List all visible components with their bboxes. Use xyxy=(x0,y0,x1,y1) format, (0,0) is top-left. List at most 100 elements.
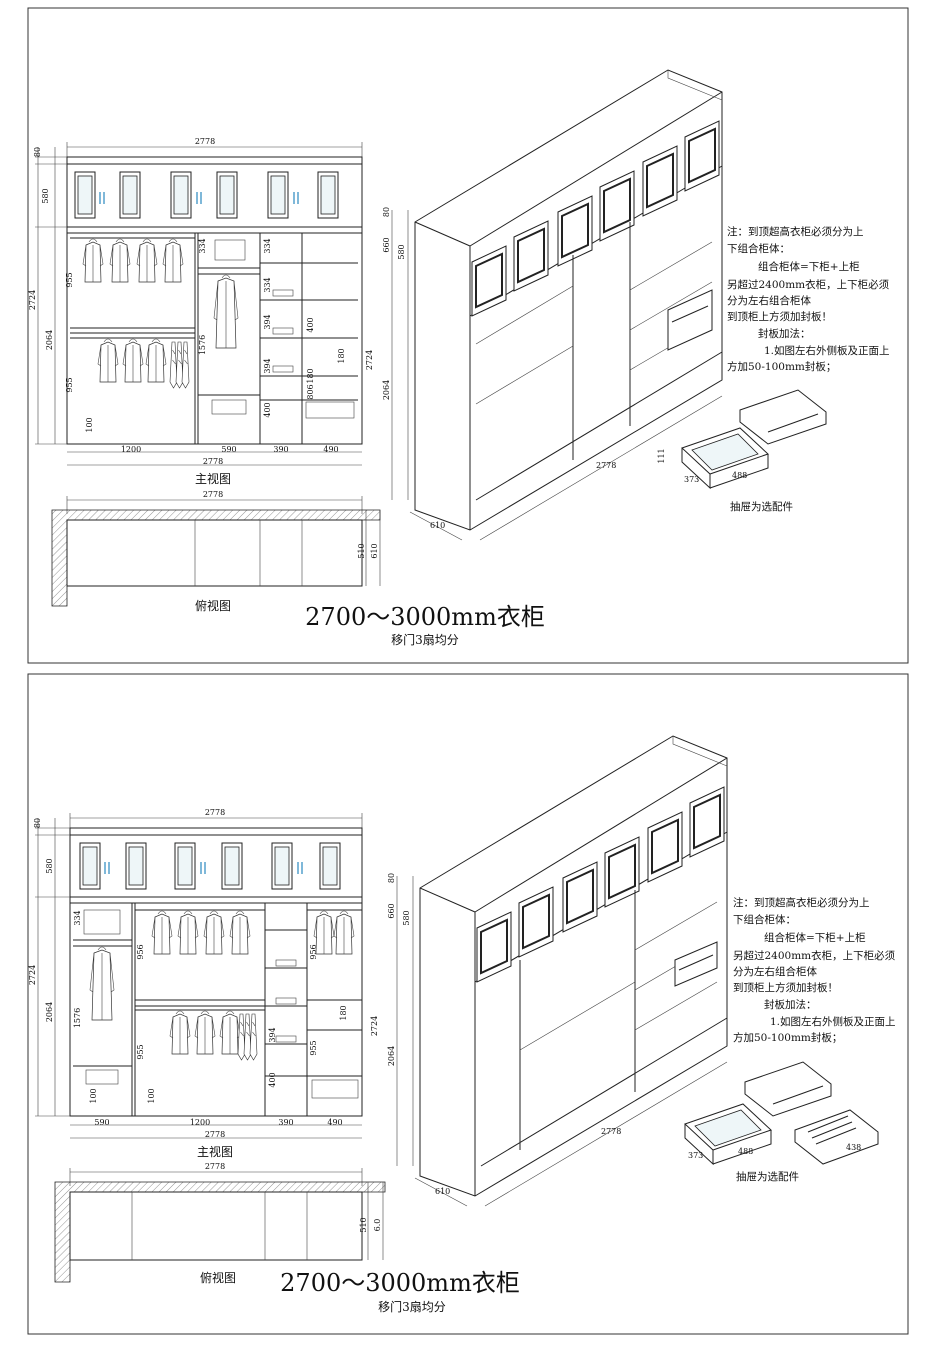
plan-view-label-2: 俯视图 xyxy=(200,1270,236,1285)
note2-line-1: 注：到顶超高衣柜必须分为上 xyxy=(733,896,870,909)
iso-dim-2724: 2724 xyxy=(365,350,374,370)
iso-view-1: 80 660 580 2724 2064 610 2778 xyxy=(365,69,723,541)
front-view-label: 主视图 xyxy=(195,471,231,486)
dim-inner-180b: 180 xyxy=(306,368,315,383)
dim2-bottom-390: 390 xyxy=(278,1118,293,1127)
dim-inner-400b: 400 xyxy=(306,317,315,332)
dim-inner-394a: 394 xyxy=(263,314,272,329)
dim-bottom-1200: 1200 xyxy=(121,445,141,454)
drawer2-dim-373: 373 xyxy=(688,1151,703,1160)
dim-bottom-590: 590 xyxy=(221,445,236,454)
drawer-note-2: 抽屉为选配件 xyxy=(736,1170,799,1183)
note-line-9: 方加50-100mm封板； xyxy=(727,360,836,373)
iso-dim-660: 660 xyxy=(382,237,391,252)
drawer2-dim-438: 438 xyxy=(846,1143,861,1152)
plan-width-dim-2: 2778 xyxy=(205,1162,225,1171)
dim-bottom-390: 390 xyxy=(273,445,288,454)
dim-inner-334c: 334 xyxy=(263,277,272,292)
right-shelves-1 xyxy=(214,239,358,419)
dim2-inner-180: 180 xyxy=(339,1005,348,1020)
front-view-1: 2778 xyxy=(28,137,363,486)
drawer-dim-373: 373 xyxy=(684,475,699,484)
dim2-inner-394: 394 xyxy=(268,1027,277,1042)
dim-inner-394b: 394 xyxy=(263,358,272,373)
dim2-bottom-1200: 1200 xyxy=(190,1118,210,1127)
dim-2724: 2724 xyxy=(28,290,37,310)
drawing-subtitle: 移门3扇均分 xyxy=(391,632,459,647)
iso2-dim-2064: 2064 xyxy=(387,1046,396,1066)
drawer-note: 抽屉为选配件 xyxy=(730,500,793,513)
note2-line-3: 组合柜体=下柜+上柜 xyxy=(764,931,866,944)
dim-total-width: 2778 xyxy=(195,137,215,146)
iso-dim-2064: 2064 xyxy=(382,380,391,400)
drawer-dim-488: 488 xyxy=(732,471,747,480)
note-line-8: 1.如图左右外侧板及正面上 xyxy=(764,344,890,357)
dim-total-width-2: 2778 xyxy=(205,808,225,817)
dim2-inner-334: 334 xyxy=(73,910,82,925)
note2-line-6: 到顶柜上方须加封板！ xyxy=(733,981,838,994)
note2-line-7: 封板加法： xyxy=(764,998,817,1011)
dim2-bottom-490: 490 xyxy=(327,1118,342,1127)
note2-line-9: 方加50-100mm封板； xyxy=(733,1031,842,1044)
notes-1: 注：到顶超高衣柜必须分为上 下组合柜体： 组合柜体=下柜+上柜 另超过2400m… xyxy=(727,225,890,373)
note-line-6: 到顶柜上方须加封板！ xyxy=(727,310,832,323)
note-line-4: 另超过2400mm衣柜，上下柜必须 xyxy=(727,278,890,291)
dim-inner-180a: 180 xyxy=(337,348,346,363)
drawing-subtitle-2: 移门3扇均分 xyxy=(378,1299,446,1314)
dim-2724-2: 2724 xyxy=(28,965,37,985)
dim-inner-400a: 400 xyxy=(263,402,272,417)
dim2-inner-100b: 100 xyxy=(147,1088,156,1103)
front-view-label-2: 主视图 xyxy=(197,1144,233,1159)
dim2-bottom-total: 2778 xyxy=(205,1130,225,1139)
dim-580: 580 xyxy=(41,188,50,203)
note2-line-2: 下组合柜体： xyxy=(733,913,796,926)
iso2-dim-2778: 2778 xyxy=(601,1127,621,1136)
note2-line-4: 另超过2400mm衣柜，上下柜必须 xyxy=(733,949,896,962)
dim2-inner-400: 400 xyxy=(268,1072,277,1087)
plan-width-dim: 2778 xyxy=(203,490,223,499)
dim2-inner-956b: 956 xyxy=(309,944,318,959)
drawing-1: 2778 xyxy=(27,7,909,664)
note2-line-5: 分为左右组合柜体 xyxy=(733,965,817,978)
dim2-inner-956a: 956 xyxy=(136,944,145,959)
iso2-dim-610: 610 xyxy=(435,1187,450,1196)
dim-bottom-490: 490 xyxy=(323,445,338,454)
dim2-inner-955b: 955 xyxy=(309,1040,318,1055)
iso2-dim-2724: 2724 xyxy=(370,1016,379,1036)
iso-dim-2778: 2778 xyxy=(596,461,616,470)
plan-depth-510-2: 510 xyxy=(359,1217,368,1232)
dim-2064-2: 2064 xyxy=(45,1002,54,1022)
iso-dim-80: 80 xyxy=(382,207,391,217)
drawing-1-frame xyxy=(27,7,909,664)
drawer-dim-111: 111 xyxy=(657,448,666,463)
iso-dim-580: 580 xyxy=(397,244,406,259)
drawer2-dim-488: 488 xyxy=(738,1147,753,1156)
dim-2064: 2064 xyxy=(45,330,54,350)
dim2-bottom-590: 590 xyxy=(94,1118,109,1127)
drawers-1: 111 373 488 抽屉为选配件 xyxy=(657,389,827,513)
dim2-inner-955a: 955 xyxy=(136,1044,145,1059)
upper-doors-1 xyxy=(74,171,339,219)
dim-955b: 955 xyxy=(65,377,74,392)
dim-inner-334a: 334 xyxy=(198,238,207,253)
iso2-dim-80: 80 xyxy=(387,873,396,883)
iso2-dim-660: 660 xyxy=(387,903,396,918)
note-line-2: 下组合柜体： xyxy=(727,242,790,255)
dim-inner-100: 100 xyxy=(85,417,94,432)
dim-inner-334b: 334 xyxy=(263,238,272,253)
front-view-2: 2778 xyxy=(28,808,363,1159)
plan-view-2: 2778 510 6.0 俯视图 xyxy=(54,1162,386,1285)
dim-955a: 955 xyxy=(65,272,74,287)
note-line-5: 分为左右组合柜体 xyxy=(727,294,811,307)
note-line-3: 组合柜体=下柜+上柜 xyxy=(758,260,860,273)
plan-view-1: 2778 510 610 俯视图 xyxy=(51,490,381,613)
dim-inner-1576: 1576 xyxy=(198,335,207,355)
plan-depth-510: 510 xyxy=(357,543,366,558)
drawing-title-2: 2700～3000mm衣柜 xyxy=(280,1269,520,1297)
plan-depth-610: 610 xyxy=(370,543,379,558)
drawing-2-frame xyxy=(27,673,909,1335)
note-line-7: 封板加法： xyxy=(758,327,811,340)
note2-line-8: 1.如图左右外侧板及正面上 xyxy=(770,1015,896,1028)
dim-80-2: 80 xyxy=(33,818,42,828)
